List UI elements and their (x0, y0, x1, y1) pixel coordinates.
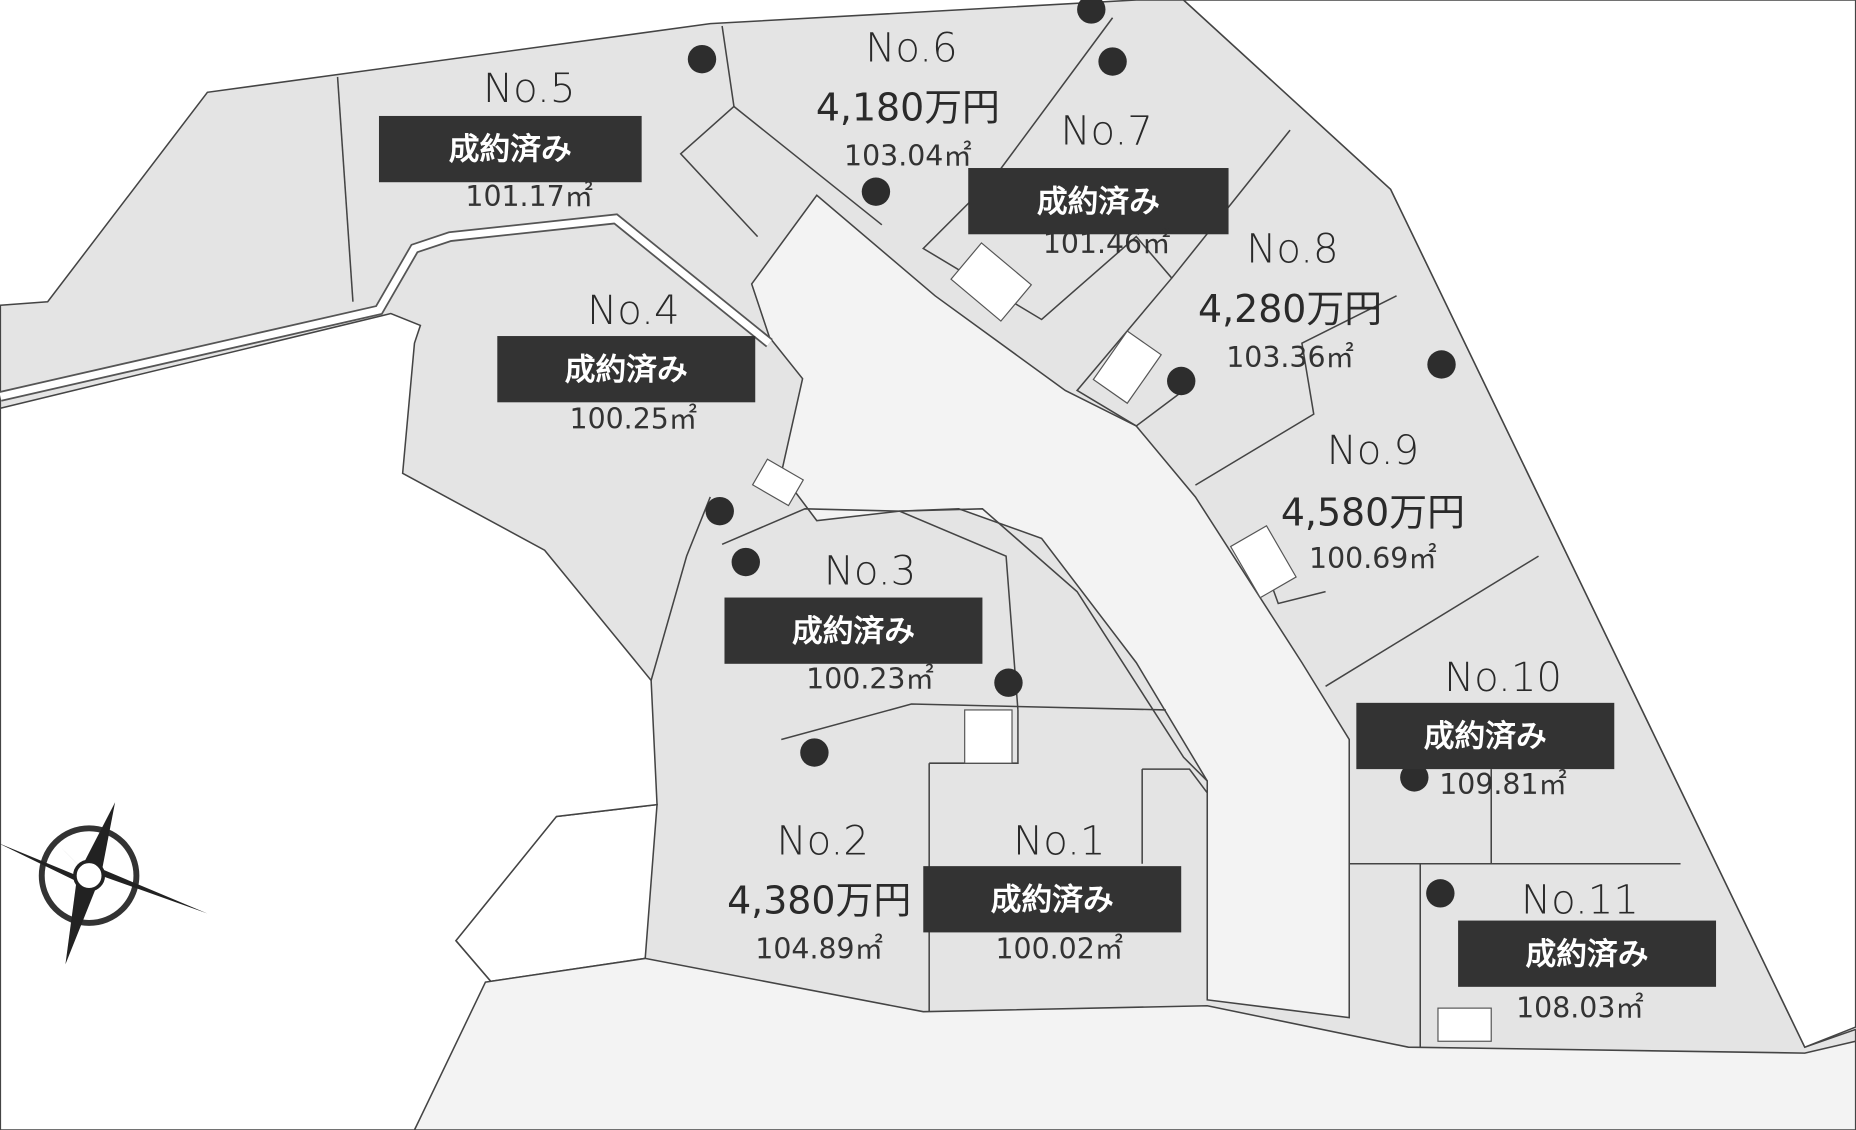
tree-icon (1167, 366, 1196, 396)
lot-7[interactable]: No.7 成約済み 101.46㎡ (968, 108, 1229, 260)
lot-area: 100.69㎡ (1309, 542, 1437, 575)
lot-number: No.10 (1444, 655, 1562, 701)
sold-badge-label: 成約済み (449, 132, 572, 168)
lot-area: 100.02㎡ (996, 932, 1124, 965)
lot-number: No.7 (1060, 108, 1152, 154)
lot-number: No.9 (1327, 428, 1419, 474)
lot-number: No.2 (777, 818, 869, 864)
lot-number: No.6 (865, 26, 957, 72)
tree-icon (861, 177, 891, 206)
lot-11[interactable]: No.11 成約済み 108.03㎡ (1458, 877, 1717, 1025)
tree-icon (1098, 47, 1127, 76)
sold-badge-label: 成約済み (565, 352, 688, 388)
lot-number: No.3 (824, 549, 916, 595)
sold-badge-label: 成約済み (1526, 936, 1649, 972)
lot-1[interactable]: No.1 成約済み 100.02㎡ (923, 818, 1182, 965)
lot-price: 4,180万円 (816, 86, 1000, 130)
lot-3[interactable]: No.3 成約済み 100.23㎡ (724, 549, 983, 696)
walkway-inner (0, 215, 772, 400)
lot-area: 101.17㎡ (465, 180, 593, 213)
lot-area: 108.03㎡ (1516, 992, 1644, 1025)
tree-icon (800, 738, 829, 767)
sold-badge (1458, 920, 1717, 987)
lot-number: No.1 (1013, 818, 1105, 864)
lot-price: 4,280万円 (1198, 287, 1382, 331)
lot-price: 4,380万円 (727, 878, 911, 922)
tree-icon (731, 547, 760, 577)
stairs (751, 242, 1492, 1042)
sold-badge (1356, 702, 1615, 770)
lot-area: 109.81㎡ (1439, 768, 1567, 801)
tree-icon (1427, 350, 1456, 379)
sold-badge-label: 成約済み (792, 613, 915, 649)
lot-area: 100.25㎡ (570, 402, 698, 435)
bottom-road (413, 957, 1856, 1130)
lot-6[interactable]: No.6 4,180万円 103.04㎡ (816, 26, 1000, 173)
lot-2[interactable]: No.2 4,380万円 104.89㎡ (727, 818, 911, 965)
sold-badge-label: 成約済み (1037, 184, 1160, 220)
tree-icon (705, 496, 734, 526)
lot-8[interactable]: No.8 4,280万円 103.36㎡ (1198, 227, 1382, 374)
lot-number: No.8 (1246, 227, 1338, 273)
lot-area: 100.23㎡ (806, 663, 934, 696)
sold-badge-label: 成約済み (991, 882, 1114, 918)
tree-icon (687, 44, 717, 74)
trees (687, 0, 1456, 908)
sold-badge (923, 866, 1182, 933)
lot-number: No.4 (587, 288, 679, 334)
sold-badge (378, 115, 642, 183)
sold-badge (497, 336, 756, 403)
lot-4[interactable]: No.4 成約済み 100.25㎡ (497, 288, 756, 435)
lot-area: 103.36㎡ (1226, 341, 1354, 374)
lot-9[interactable]: No.9 4,580万円 100.69㎡ (1281, 428, 1465, 575)
lot-10[interactable]: No.10 成約済み 109.81㎡ (1356, 655, 1615, 801)
tree-icon (1077, 0, 1106, 24)
lot-number: No.5 (483, 66, 575, 112)
sold-badge (968, 168, 1229, 235)
lot-5[interactable]: No.5 成約済み 101.17㎡ (378, 66, 642, 213)
lot-area: 103.04㎡ (844, 140, 972, 173)
lot-price: 4,580万円 (1281, 490, 1465, 534)
sold-badge-label: 成約済み (1424, 719, 1547, 755)
tree-icon (1426, 879, 1455, 908)
lot-area: 104.89㎡ (755, 932, 883, 965)
tree-icon (1400, 763, 1429, 792)
lot-number: No.11 (1521, 877, 1639, 923)
compass-icon (0, 802, 208, 965)
lot-area: 101.46㎡ (1043, 227, 1171, 260)
sold-badge (724, 597, 983, 664)
outside-area-right (1182, 0, 1856, 1049)
tree-icon (994, 668, 1023, 697)
